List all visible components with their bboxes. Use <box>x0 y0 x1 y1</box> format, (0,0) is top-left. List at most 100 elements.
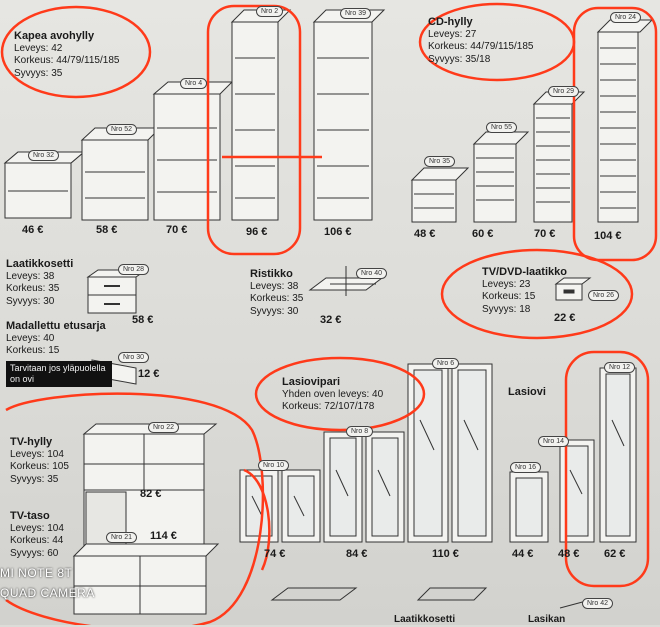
product-title: Laatikkosetti <box>6 258 74 270</box>
price-label: 70 € <box>166 224 188 236</box>
price-label: 104 € <box>594 230 622 242</box>
product-number-badge: Nro 24 <box>610 12 642 23</box>
spec-width: Leveys: 104 <box>10 448 64 460</box>
spec-width: Leveys: 40 <box>6 332 55 344</box>
product-number-badge: Nro 14 <box>538 436 570 447</box>
spec-width: Leveys: 23 <box>482 278 531 290</box>
bottom-cropped-items <box>270 587 591 609</box>
spec-height: Korkeus: 72/107/178 <box>282 401 375 412</box>
price-label: 44 € <box>512 548 534 560</box>
price-label: 60 € <box>472 228 494 240</box>
spec-height: Korkeus: 35 <box>6 283 60 294</box>
glass-door-small-pair-illustration <box>239 469 321 543</box>
product-number-badge: Nro 55 <box>486 122 518 133</box>
product-number-badge: Nro 2 <box>256 6 284 17</box>
product-number-badge: Nro 28 <box>118 264 150 275</box>
product-title: Madallettu etusarja <box>6 320 106 332</box>
product-number-badge: Nro 29 <box>548 86 580 97</box>
product-title: Lasiovipari <box>282 376 341 388</box>
spec-width: Leveys: 104 <box>10 522 64 534</box>
drawer-set-illustration <box>86 269 148 314</box>
shelf-79-illustration <box>80 127 162 221</box>
product-number-badge: Nro 32 <box>28 150 60 161</box>
product-number-badge: Nro 40 <box>356 268 388 279</box>
product-number-badge: Nro 35 <box>424 156 456 167</box>
product-number-badge: Nro 8 <box>346 426 374 437</box>
price-label: 58 € <box>96 224 118 236</box>
product-cd: CD-hylly Leveys: 27 Korkeus: 44/79/115/1… <box>428 16 533 66</box>
product-laatikko: Laatikkosetti Leveys: 38 Korkeus: 35 Syv… <box>6 258 73 308</box>
price-label: 84 € <box>346 548 368 560</box>
price-label: 82 € <box>140 488 162 500</box>
spec-width: Leveys: 38 <box>250 280 299 292</box>
product-lasiovipari: Lasiovipari Yhden oven leveys: 40 Korkeu… <box>282 376 383 414</box>
product-lasiovi: Lasiovi <box>508 386 546 399</box>
cropped-label: Lasikan <box>528 614 566 625</box>
spec-height: Korkeus: 105 <box>10 461 69 472</box>
price-label: 46 € <box>22 224 44 236</box>
cd-shelf-115-illustration <box>532 91 586 223</box>
shelf-185-wide-illustration <box>312 9 386 221</box>
product-number-badge: Nro 26 <box>588 290 620 301</box>
price-label: 48 € <box>558 548 580 560</box>
price-label: 96 € <box>246 226 268 238</box>
product-number-badge: Nro 22 <box>148 422 180 433</box>
price-label: 70 € <box>534 228 556 240</box>
spec-depth: Syvyys: 60 <box>10 547 59 559</box>
spec-width: Leveys: 27 <box>428 28 477 40</box>
cd-shelf-79-illustration <box>472 131 530 223</box>
product-tvtaso: TV-taso Leveys: 104 Korkeus: 44 Syvyys: … <box>10 510 64 560</box>
product-ristikko: Ristikko Leveys: 38 Korkeus: 35 Syvyys: … <box>250 268 303 318</box>
tv-stand-illustration <box>72 543 220 615</box>
product-number-badge: Nro 30 <box>118 352 150 363</box>
price-label: 22 € <box>554 312 576 324</box>
product-title: TV/DVD-laatikko <box>482 266 567 278</box>
spec-depth: Syvyys: 30 <box>250 305 299 317</box>
product-number-badge: Nro 21 <box>106 532 138 543</box>
grid-insert-illustration <box>308 266 384 296</box>
price-label: 62 € <box>604 548 626 560</box>
note-box: Tarvitaan jos yläpuolella on ovi <box>6 361 112 387</box>
spec-depth: Syvyys: 35 <box>10 473 59 485</box>
price-label: 106 € <box>324 226 352 238</box>
product-title: TV-hylly <box>10 436 53 448</box>
product-number-badge: Nro 16 <box>510 462 542 473</box>
product-title: Kapea avohylly <box>14 30 95 42</box>
product-title: Ristikko <box>250 268 293 280</box>
cropped-label: Laatikkosetti <box>394 614 456 625</box>
spec-height: Korkeus: 35 <box>250 293 304 304</box>
spec-depth: Syvyys: 35 <box>14 67 63 79</box>
product-number-badge: Nro 4 <box>180 78 208 89</box>
shelf-115-illustration <box>152 81 234 221</box>
product-tvdvd: TV/DVD-laatikko Leveys: 23 Korkeus: 15 S… <box>482 266 567 316</box>
spec-depth: Syvyys: 18 <box>482 303 531 315</box>
spec-door-width: Yhden oven leveys: 40 <box>282 388 384 400</box>
product-kapea: Kapea avohylly Leveys: 42 Korkeus: 44/79… <box>14 30 119 80</box>
price-label: 74 € <box>264 548 286 560</box>
product-number-badge: Nro 6 <box>432 358 460 369</box>
product-number-badge: Nro 39 <box>340 8 372 19</box>
price-label: 114 € <box>150 530 177 542</box>
spec-height: Korkeus: 44/79/115/185 <box>14 55 120 66</box>
price-label: 110 € <box>432 548 459 560</box>
cd-shelf-185-illustration <box>596 19 654 223</box>
spec-width: Leveys: 42 <box>14 42 63 54</box>
product-title: TV-taso <box>10 510 50 522</box>
price-label: 32 € <box>320 314 342 326</box>
spec-height: Korkeus: 15 <box>6 345 60 356</box>
price-label: 12 € <box>138 368 160 380</box>
shelf-44-illustration <box>3 151 86 219</box>
product-number-badge: Nro 52 <box>106 124 138 135</box>
price-label: 58 € <box>132 314 154 326</box>
price-label: 48 € <box>414 228 436 240</box>
product-madallettu: Madallettu etusarja Leveys: 40 Korkeus: … <box>6 320 106 358</box>
product-number-badge: Nro 12 <box>604 362 636 373</box>
spec-height: Korkeus: 44/79/115/185 <box>428 41 534 52</box>
camera-watermark-line1: MI NOTE 8T <box>0 566 73 580</box>
product-number-badge: Nro 42 <box>582 598 614 609</box>
product-title: CD-hylly <box>428 16 473 28</box>
cd-shelf-44-illustration <box>410 167 470 223</box>
spec-height: Korkeus: 15 <box>482 291 536 302</box>
camera-watermark-line2: QUAD CAMERA <box>0 586 95 600</box>
